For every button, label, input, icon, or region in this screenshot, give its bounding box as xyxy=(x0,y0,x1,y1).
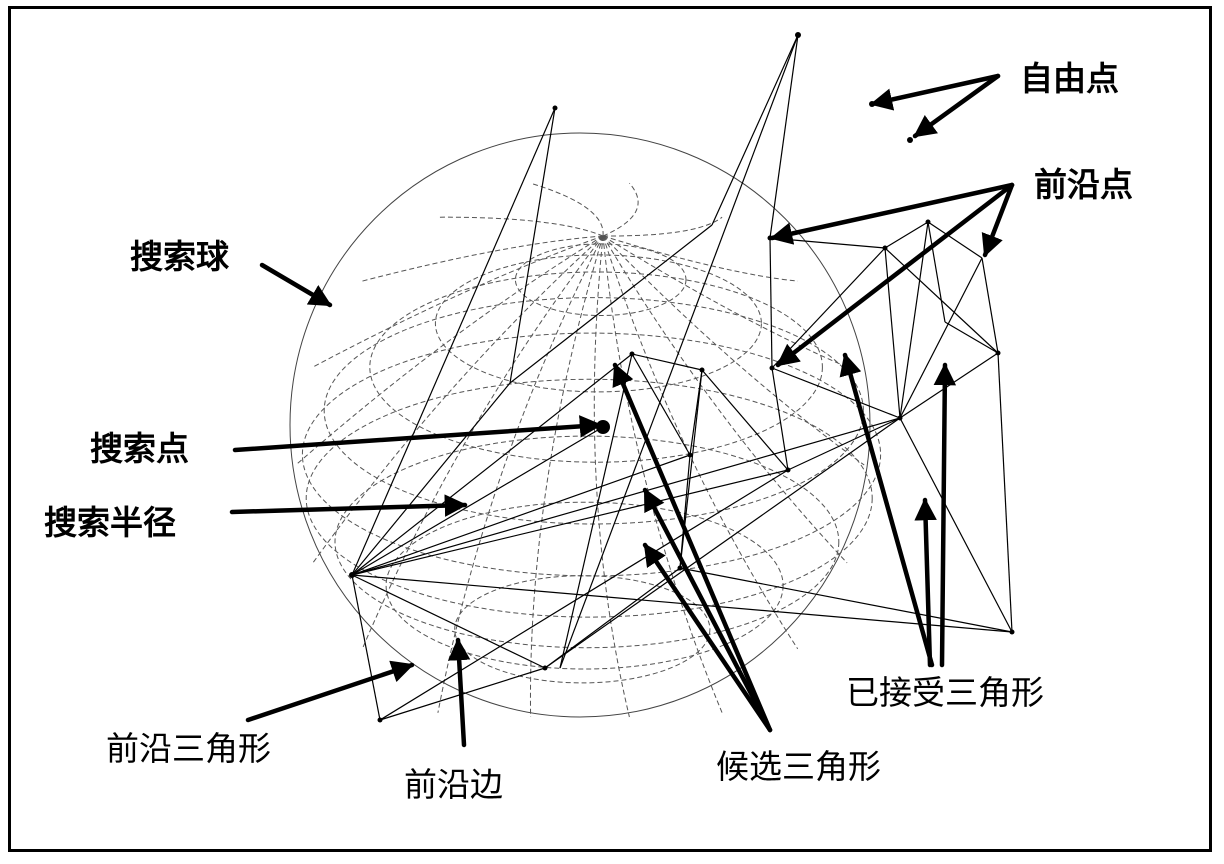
sphere-meridian-line xyxy=(312,235,604,564)
sphere-latitude-line xyxy=(305,378,873,618)
sphere-meridian-line xyxy=(529,235,604,718)
sphere-outline xyxy=(289,132,871,718)
sphere-latitude-line xyxy=(334,435,840,649)
annotation-arrows xyxy=(229,73,1015,748)
label-free-point: 自由点 xyxy=(1020,59,1119,98)
sphere-meridian-line xyxy=(602,235,848,564)
sphere-meridian-line xyxy=(295,235,604,466)
sphere-meridian-line xyxy=(602,216,723,237)
sphere-meridian-line xyxy=(312,235,604,368)
sphere-latitude-line xyxy=(369,271,823,463)
sphere-meridian-line xyxy=(437,235,604,713)
figure-frame xyxy=(8,6,1212,852)
label-accepted-triangle: 已接受三角形 xyxy=(846,673,1044,712)
sphere-latitude-line xyxy=(323,297,864,525)
sphere-latitude-line xyxy=(385,501,784,670)
label-front-point: 前沿点 xyxy=(1034,165,1133,204)
label-front-edge: 前沿边 xyxy=(404,765,503,804)
label-candidate-triangle: 候选三角形 xyxy=(716,747,881,786)
label-search-point: 搜索点 xyxy=(90,429,189,468)
sphere-meridian-line xyxy=(437,216,604,237)
sphere-meridian-line xyxy=(602,182,639,237)
label-front-triangle: 前沿三角形 xyxy=(106,729,271,768)
sphere-meridian-line xyxy=(593,235,630,718)
sphere-meridian-line xyxy=(361,235,604,650)
sphere-meridian-line xyxy=(602,235,865,466)
label-search-sphere: 搜索球 xyxy=(130,237,229,276)
sphere-latitude-line xyxy=(434,254,762,393)
sphere-meridian-line xyxy=(602,235,798,282)
sphere-meridian-line xyxy=(530,182,604,237)
sphere-latitude-line xyxy=(454,575,711,684)
sphere-meridian-line xyxy=(602,235,799,650)
sphere-latitude-line xyxy=(301,332,882,577)
free-point-b xyxy=(907,137,913,143)
label-search-radius: 搜索半径 xyxy=(44,503,176,542)
sphere-meridian-line xyxy=(602,235,848,368)
triangle-mesh xyxy=(351,34,1013,721)
sphere-meridian-line xyxy=(362,235,604,282)
